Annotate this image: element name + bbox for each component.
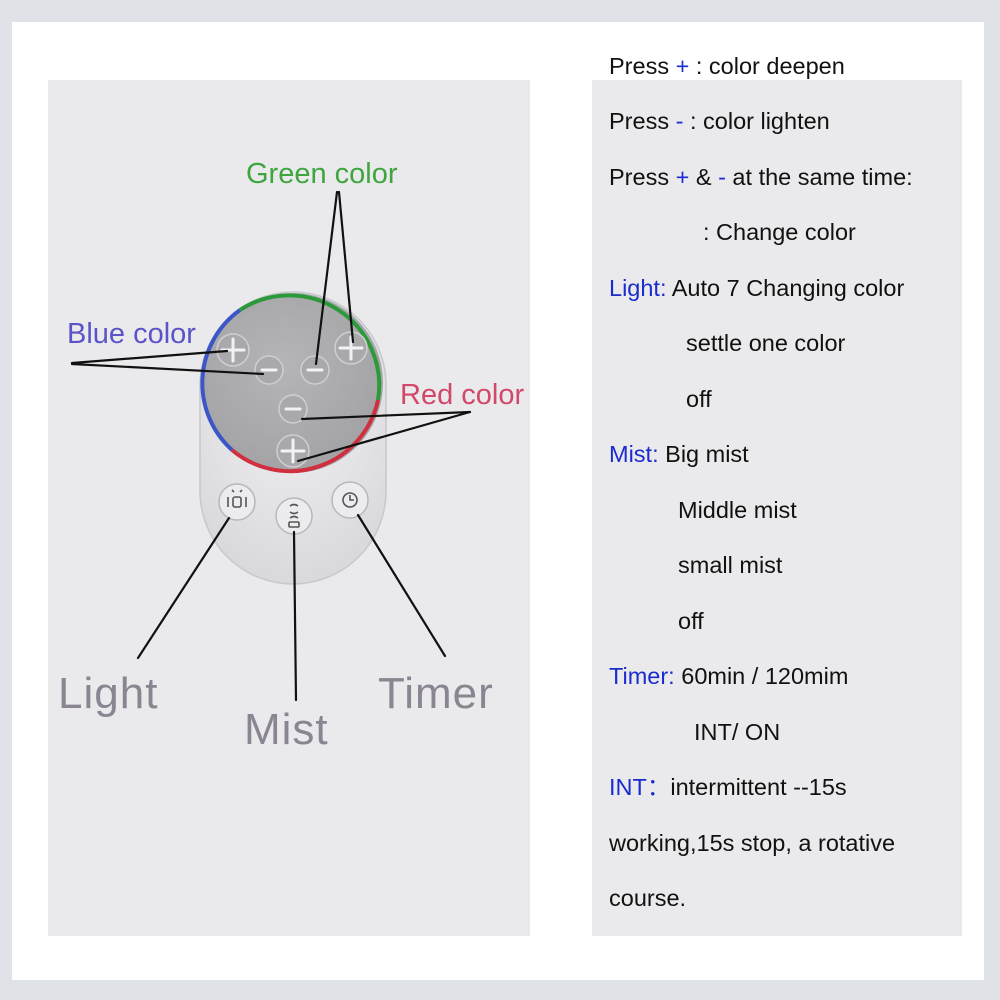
mist-key: Mist:	[609, 441, 659, 467]
instr-line-1: Press + : color deepen	[609, 53, 845, 79]
green-rim	[238, 293, 382, 401]
red-callout-line	[300, 410, 472, 421]
int-heading: INT：intermittent --15s	[609, 774, 847, 800]
red-callout-line	[296, 410, 472, 463]
light-button-label: Light	[58, 669, 159, 718]
instr-text: Press	[609, 108, 676, 134]
blue-callout-line	[70, 349, 229, 365]
int-key: INT：	[609, 774, 671, 800]
instr-text: : color lighten	[683, 108, 830, 134]
light-callout-line	[136, 516, 231, 660]
light-key: Light:	[609, 275, 667, 301]
timer-heading: Timer: 60min / 120mim	[609, 663, 849, 689]
timer-button-label: Timer	[378, 669, 494, 718]
timer-icon	[342, 492, 358, 508]
blue-callout-line	[70, 362, 265, 376]
light-button[interactable]	[218, 483, 256, 521]
light-option: settle one color	[686, 330, 846, 356]
timer-key: Timer:	[609, 663, 675, 689]
mist-button-label: Mist	[244, 705, 329, 754]
green-color-label: Green color	[246, 158, 398, 190]
int-line-2: working,15s stop, a rotative	[609, 830, 896, 856]
instr-line-2: Press - : color lighten	[609, 108, 830, 134]
green-callout-line	[314, 190, 339, 366]
int-line-3: course.	[609, 885, 687, 911]
light-icon	[227, 489, 247, 508]
instr-text: Auto 7 Changing color	[666, 275, 905, 301]
instr-text: 60min / 120mim	[674, 663, 849, 689]
mist-option: off	[678, 608, 704, 634]
instr-text: intermittent --15s	[670, 774, 847, 800]
red-color-label: Red color	[400, 379, 525, 411]
mist-callout-line	[292, 530, 298, 702]
instr-line-4: : Change color	[703, 219, 856, 245]
plus-key: +	[675, 53, 690, 79]
blue-rim	[200, 308, 242, 452]
instr-text: &	[689, 164, 719, 190]
timer-callout-line	[356, 513, 447, 658]
instr-text: Big mist	[658, 441, 749, 467]
instructions-panel	[592, 80, 962, 936]
blue-color-label: Blue color	[67, 318, 196, 350]
timer-option: INT/ ON	[694, 719, 781, 745]
plus-icon	[280, 438, 306, 464]
instr-text: Press	[609, 53, 676, 79]
plus-icon	[338, 335, 364, 361]
mist-heading: Mist: Big mist	[609, 441, 749, 467]
red-rim	[230, 399, 380, 474]
mist-option: small mist	[678, 552, 783, 578]
green-callout-line	[337, 190, 355, 344]
minus-key: -	[675, 108, 684, 134]
mist-icon	[288, 503, 300, 528]
mist-option: Middle mist	[678, 497, 797, 523]
instr-text: : color deepen	[689, 53, 845, 79]
minus-key: -	[718, 164, 726, 190]
instr-text: Press	[609, 164, 676, 190]
plus-key: +	[675, 164, 690, 190]
instr-text: at the same time:	[725, 164, 913, 190]
instr-line-3: Press + & - at the same time:	[609, 164, 913, 190]
light-option: off	[686, 386, 712, 412]
light-heading: Light: Auto 7 Changing color	[609, 275, 905, 301]
